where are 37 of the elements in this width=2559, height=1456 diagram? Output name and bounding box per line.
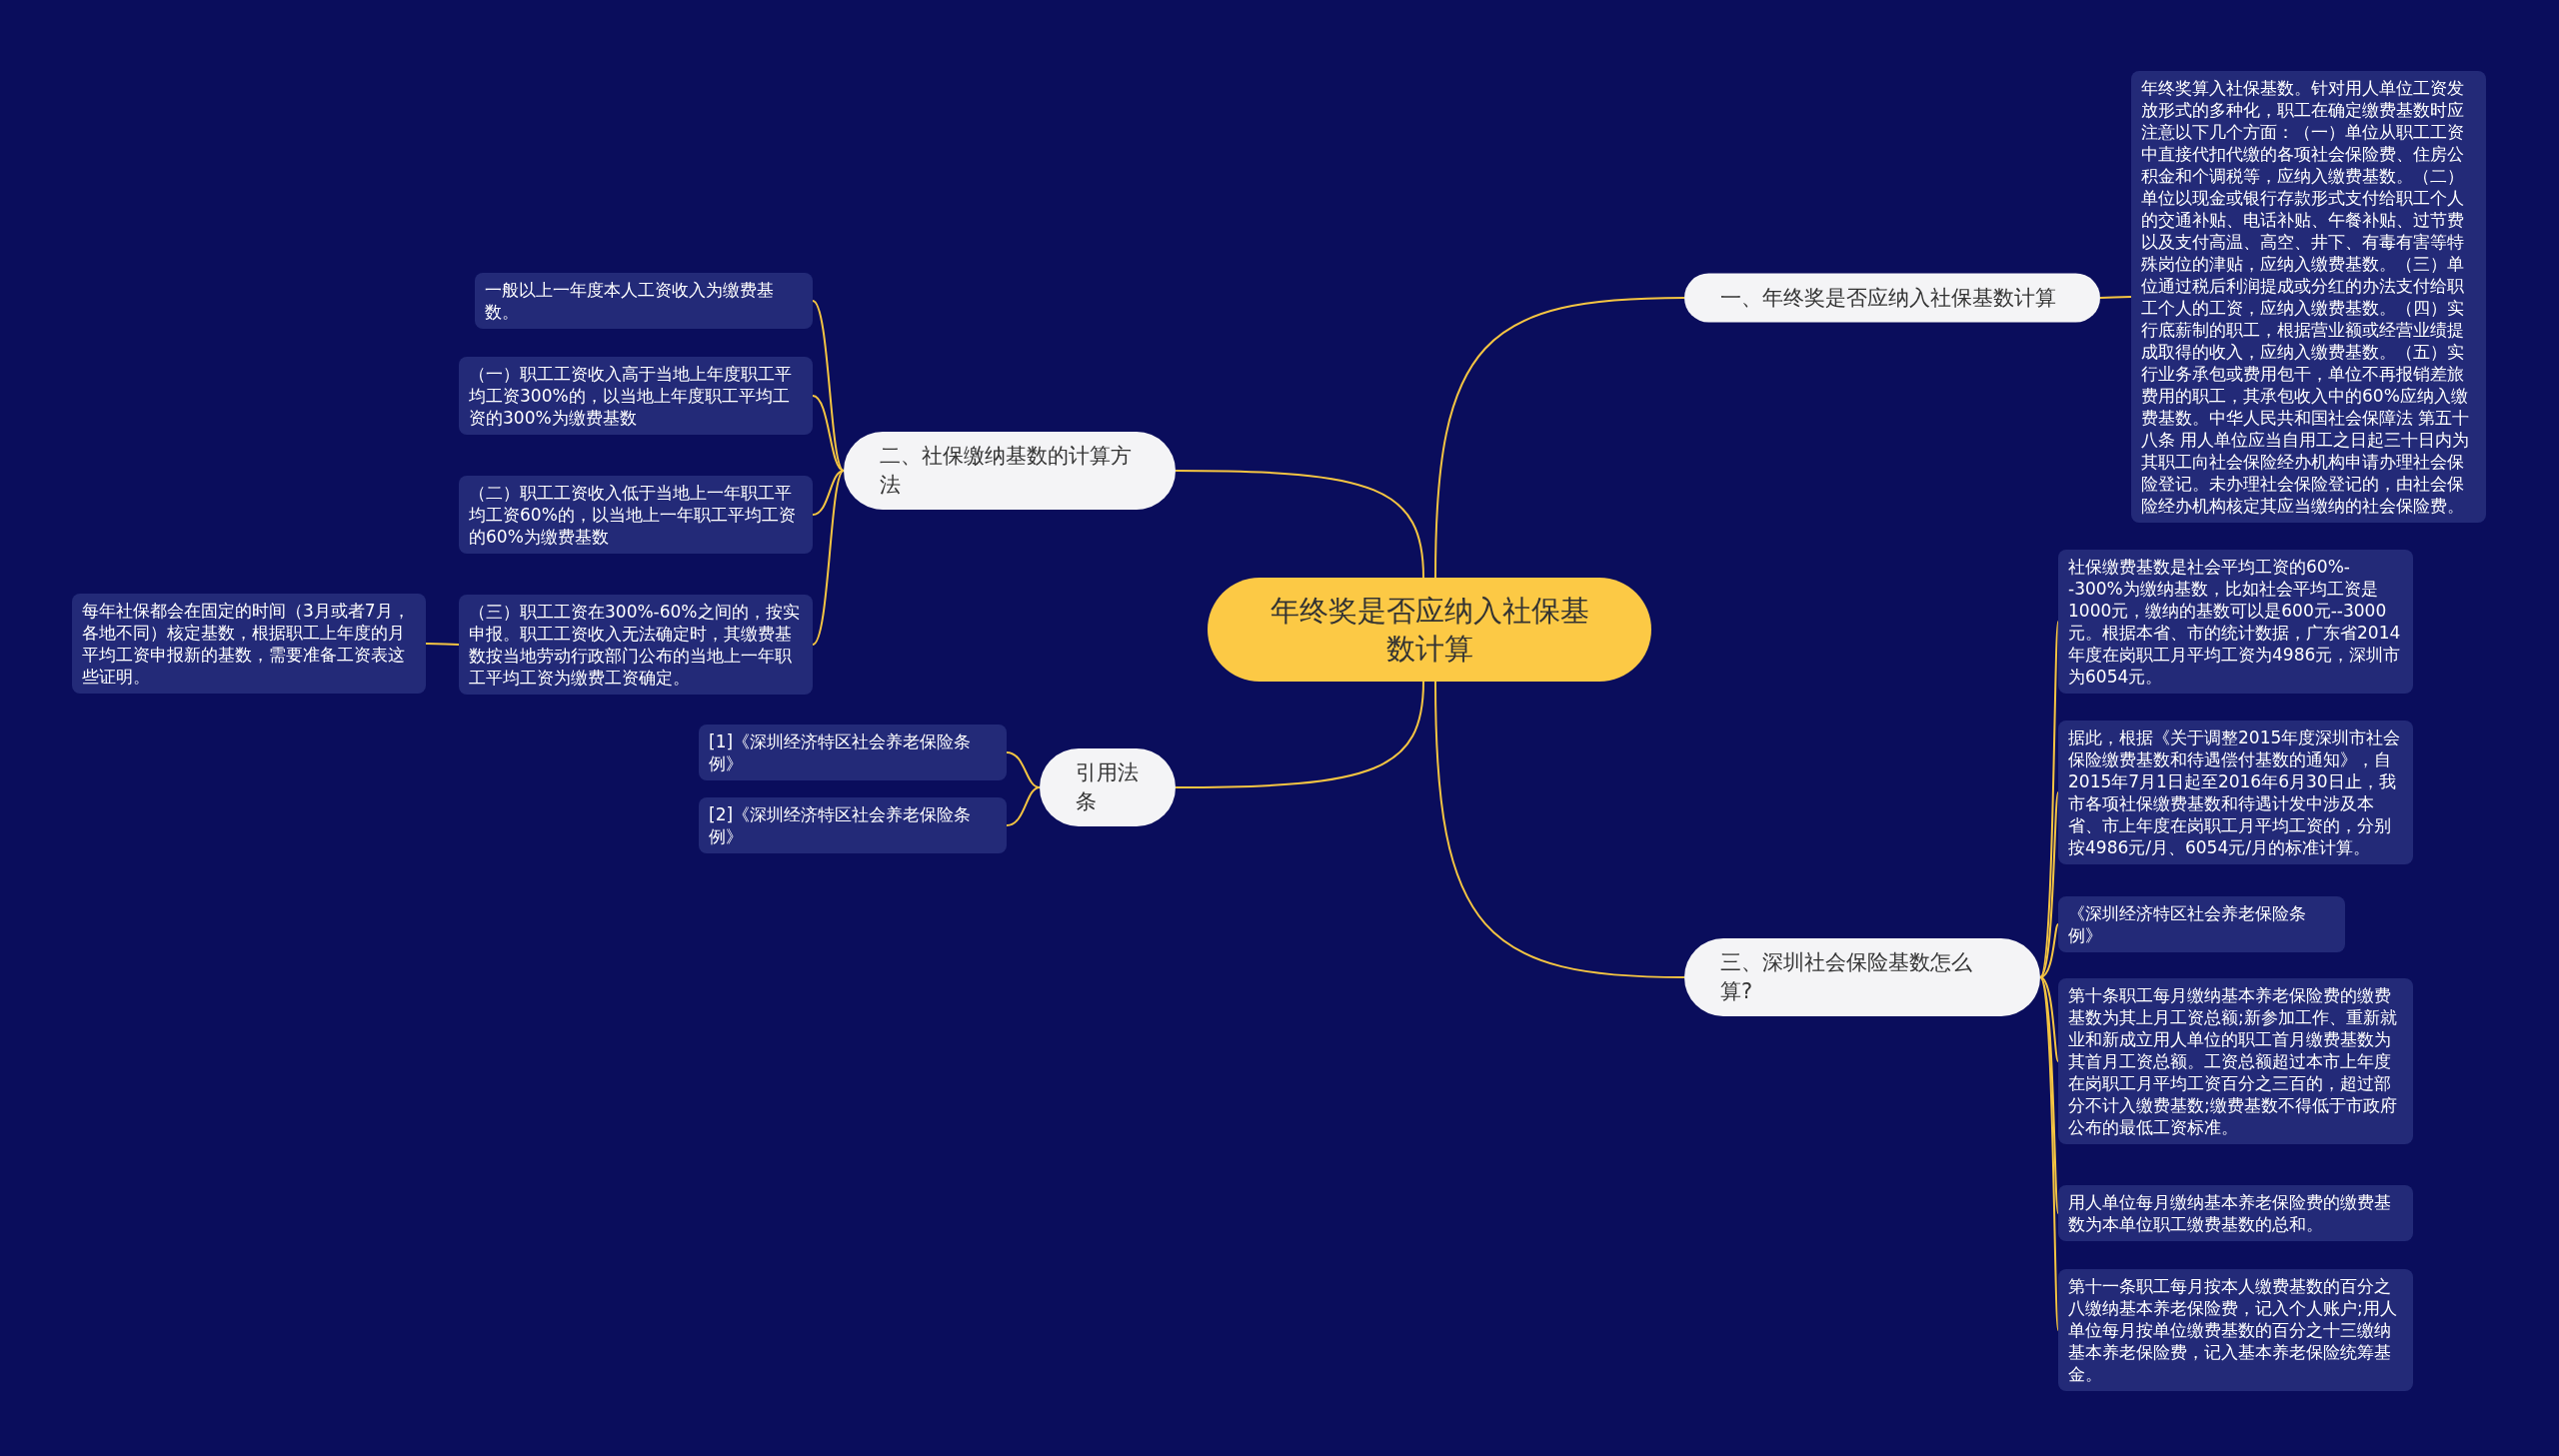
text-box: 第十一条职工每月按本人缴费基数的百分之八缴纳基本养老保险费，记入个人账户;用人单位每月按单位缴费基数的百分之十三缴纳基本养老保险费，记入基本养老保险统筹基金。 xyxy=(2058,1269,2413,1391)
connector-line xyxy=(2039,791,2059,978)
text-box: 每年社保都会在固定的时间（3月或者7月，各地不同）核定基数，根据职工上年度的月平均工资申报新的基数，需要准备工资表这些证明。 xyxy=(72,594,426,694)
connector-line xyxy=(812,395,845,472)
connector-line xyxy=(812,470,845,516)
connector-line xyxy=(2039,976,2059,1214)
text-box: 第十条职工每月缴纳基本养老保险费的缴费基数为其上月工资总额;新参加工作、重新就业和新成立用人单位的职工首月缴费基数为其首月工资总额。工资总额超过本市上年度在岗职工月平均工资百分之三百的，超过部分不计入缴费基数;缴费基数不得低于市政府公布的最低工资标准。 xyxy=(2058,978,2413,1144)
text-box: [1]《深圳经济特区社会养老保险条例》 xyxy=(699,725,1007,780)
topic-box: 引用法条 xyxy=(1040,748,1176,826)
connector-line xyxy=(2039,976,2059,1331)
text-box: 用人单位每月缴纳基本养老保险费的缴费基数为本单位职工缴费基数的总和。 xyxy=(2058,1185,2413,1241)
connector-line xyxy=(1175,470,1424,579)
connector-line xyxy=(1434,297,1685,579)
connector-line xyxy=(812,300,845,472)
text-box: （三）职工工资在300%-60%之间的，按实申报。职工工资收入无法确定时，其缴费基数按当地劳动行政部门公布的当地上一年职工平均工资为缴费工资确定。 xyxy=(459,595,813,695)
topic-box: 二、社保缴纳基数的计算方法 xyxy=(844,432,1176,510)
connector-line xyxy=(2039,621,2059,978)
connector-line xyxy=(425,643,460,646)
connector-line xyxy=(2039,923,2059,978)
text-box: 据此，根据《关于调整2015年度深圳市社会保险缴费基数和待遇偿付基数的通知》，自2015年7月1日起至2016年6月30日止，我市各项社保缴费基数和待遇计发中涉及本省、市上年度在岗职工月平均工资的，分别按4986元/月、6054元/月的标准计算。 xyxy=(2058,721,2413,864)
connector-line xyxy=(1006,751,1041,788)
text-box: 社保缴费基数是社会平均工资的60%--300%为缴纳基数，比如社会平均工资是1000元，缴纳的基数可以是600元--3000元。根据本省、市的统计数据，广东省2014年度在岗职工月平均工资为4986元，深圳市为6054元。 xyxy=(2058,550,2413,694)
text-box: 《深圳经济特区社会养老保险条例》 xyxy=(2058,896,2345,952)
connector-line xyxy=(812,470,845,646)
connector-line xyxy=(1175,681,1424,788)
connector-line xyxy=(1006,786,1041,826)
text-box: 一般以上一年度本人工资收入为缴费基数。 xyxy=(475,273,813,329)
topic-box: 一、年终奖是否应纳入社保基数计算 xyxy=(1684,273,2100,323)
text-box: （二）职工工资收入低于当地上一年职工平均工资60%的，以当地上一年职工平均工资的60%为缴费基数 xyxy=(459,476,813,554)
connector-line xyxy=(1434,681,1685,978)
central-topic: 年终奖是否应纳入社保基数计算 xyxy=(1208,578,1651,682)
connector-line xyxy=(2099,296,2132,299)
topic-box: 三、深圳社会保险基数怎么算? xyxy=(1684,938,2040,1016)
text-box: 年终奖算入社保基数。针对用人单位工资发放形式的多种化，职工在确定缴费基数时应注意以下几个方面：（一）单位从职工工资中直接代扣代缴的各项社会保险费、住房公积金和个调税等，应纳入缴费基数。（二）单位以现金或银行存款形式支付给职工个人的交通补贴、电话补贴、午餐补贴、过节费以及支付高温、高空、井下、有毒有害等特殊岗位的津贴，应纳入缴费基数。（三）单位通过税后利润提成或分红的办法支付给职工个人的工资，应纳入缴费基数。（四）实行底薪制的职工，根据营业额或经营业绩提成取得的收入，应纳入缴费基数。（五）实行业务承包或费用包干，单位不再报销差旅费用的职工，其承包收入中的60%应纳入缴费基数。中华人民共和国社会保障法 第五十八条 用人单位应当自用工之日起三十日内为其职工向社会保险经办机构申请办理社会保险登记。未办理社会保险登记的，由社会保险经办机构核定其应当缴纳的社会保险费。 xyxy=(2131,71,2486,523)
connector-line xyxy=(2039,976,2059,1062)
text-box: （一）职工工资收入高于当地上年度职工平均工资300%的，以当地上年度职工平均工资的300%为缴费基数 xyxy=(459,357,813,435)
text-box: [2]《深圳经济特区社会养老保险条例》 xyxy=(699,797,1007,853)
